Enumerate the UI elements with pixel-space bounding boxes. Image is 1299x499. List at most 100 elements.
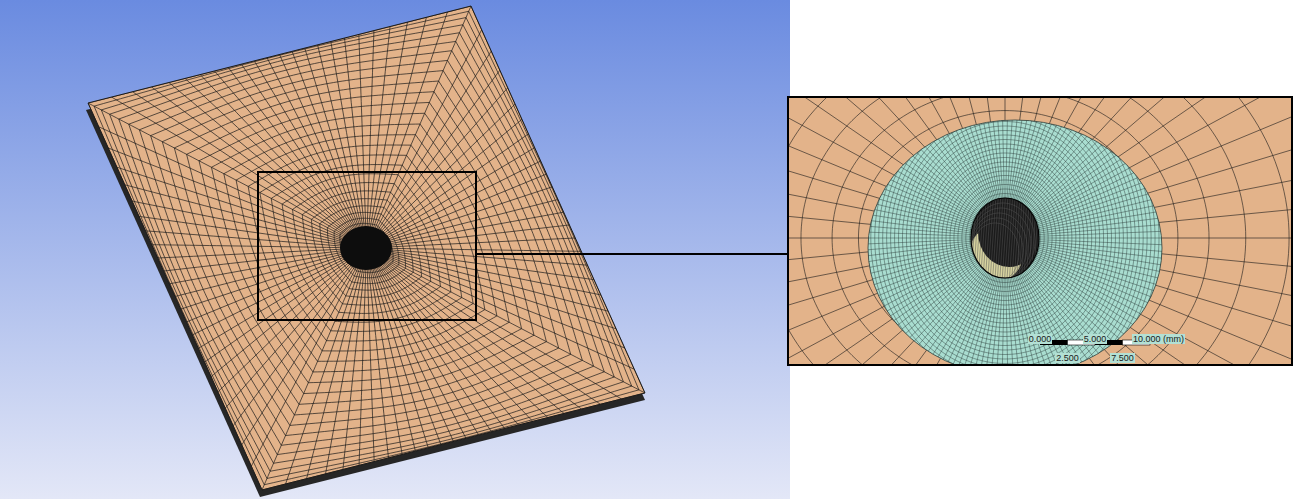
mesh-line — [801, 98, 978, 213]
mesh-line — [1006, 278, 1011, 364]
mesh-line — [789, 132, 974, 221]
mesh-line — [789, 257, 975, 363]
refined-mesh — [789, 98, 1265, 364]
mesh-line — [971, 223, 1019, 283]
refined-outline — [868, 120, 1162, 364]
mesh-line — [1000, 98, 1005, 198]
mesh-line — [199, 102, 534, 393]
zoom-leader — [476, 253, 787, 255]
mesh-line — [795, 98, 978, 214]
mesh-line — [1033, 195, 1039, 282]
mesh-line — [1033, 98, 1216, 214]
mesh-line — [823, 98, 981, 209]
mesh-line — [885, 273, 990, 364]
mesh-line — [971, 203, 1035, 279]
mesh-line — [88, 6, 645, 490]
mesh-line — [801, 263, 978, 364]
mesh-line — [1031, 264, 1202, 364]
mesh-line — [962, 189, 1048, 287]
mesh-line — [1029, 98, 1187, 209]
scale-label: 2.500 — [1055, 353, 1080, 363]
mesh-line — [879, 98, 1132, 364]
mesh-line — [971, 218, 1023, 282]
mesh-line — [112, 97, 355, 241]
mesh-line — [174, 81, 558, 415]
mesh-line — [1032, 263, 1209, 364]
mesh-line — [271, 165, 462, 332]
mesh-line — [1024, 271, 1153, 364]
mesh-line — [94, 11, 639, 484]
mesh-line — [169, 83, 356, 240]
mesh-line — [369, 22, 408, 237]
mesh-line — [368, 26, 390, 236]
mesh-line — [831, 268, 982, 364]
mesh-line — [1038, 250, 1254, 314]
mesh-line — [789, 173, 972, 228]
mesh-line — [1009, 195, 1015, 282]
mesh-line — [1026, 270, 1163, 364]
mesh-line — [883, 99, 1128, 364]
mesh-line — [1038, 248, 1257, 303]
mesh-line — [1018, 275, 1106, 364]
mesh-line — [1022, 98, 1135, 203]
mesh-line — [808, 98, 979, 212]
zoom-border — [788, 97, 1292, 365]
mesh-line — [379, 225, 570, 247]
mesh-line — [978, 98, 1002, 198]
mesh-line — [370, 260, 428, 448]
mesh-line — [1033, 262, 1216, 364]
mesh-line — [378, 255, 621, 399]
mesh-line — [1030, 98, 1195, 211]
mesh-line — [327, 212, 405, 283]
mesh-line — [789, 122, 975, 220]
mesh-line — [971, 208, 1031, 280]
mesh-line — [1034, 103, 1227, 217]
mesh-line — [1013, 277, 1065, 364]
mesh-line — [815, 98, 980, 211]
mesh-line — [925, 98, 995, 200]
mesh-line — [847, 98, 1163, 364]
mesh-line — [1007, 195, 1013, 282]
mesh-line — [789, 142, 973, 223]
mesh-line — [789, 103, 976, 217]
mesh-line — [1019, 274, 1115, 364]
mesh-line — [789, 259, 976, 364]
mesh-line — [789, 251, 973, 323]
mesh-line — [988, 195, 994, 282]
mesh-line — [1012, 195, 1018, 282]
mesh-line — [894, 98, 990, 202]
mesh-line — [377, 257, 564, 414]
mesh-line — [859, 98, 1151, 364]
mesh-line — [904, 98, 992, 201]
mesh-line — [1035, 257, 1233, 363]
mesh-line — [1039, 238, 1265, 239]
mesh-line — [971, 198, 1039, 278]
mesh-line — [835, 98, 1175, 364]
viewport-background — [0, 0, 790, 499]
zoom-view — [789, 98, 1291, 364]
scale-label: 5.000 — [1083, 334, 1108, 344]
mesh-line — [1017, 98, 1096, 201]
hole-edge — [971, 198, 1039, 278]
mesh-line — [374, 88, 508, 240]
mesh-line — [989, 98, 1003, 198]
mesh-line — [372, 30, 482, 238]
mesh-line — [1035, 113, 1233, 219]
mesh-line — [789, 98, 1246, 364]
mesh-line — [1039, 195, 1262, 232]
mesh-line — [1039, 227, 1265, 236]
mesh-line — [375, 258, 505, 428]
mesh-line — [152, 245, 354, 248]
mesh-line — [379, 248, 581, 251]
mesh-line — [293, 183, 441, 314]
mesh-line — [789, 98, 1291, 364]
mesh-line — [789, 205, 971, 233]
mesh-line — [376, 134, 529, 242]
mesh-line — [789, 241, 971, 259]
mesh-line — [185, 78, 357, 238]
mesh-line — [369, 260, 415, 451]
mesh-line — [855, 98, 1155, 364]
mesh-line — [887, 104, 1124, 365]
mesh-line — [369, 17, 426, 237]
mesh-line — [1039, 205, 1263, 233]
